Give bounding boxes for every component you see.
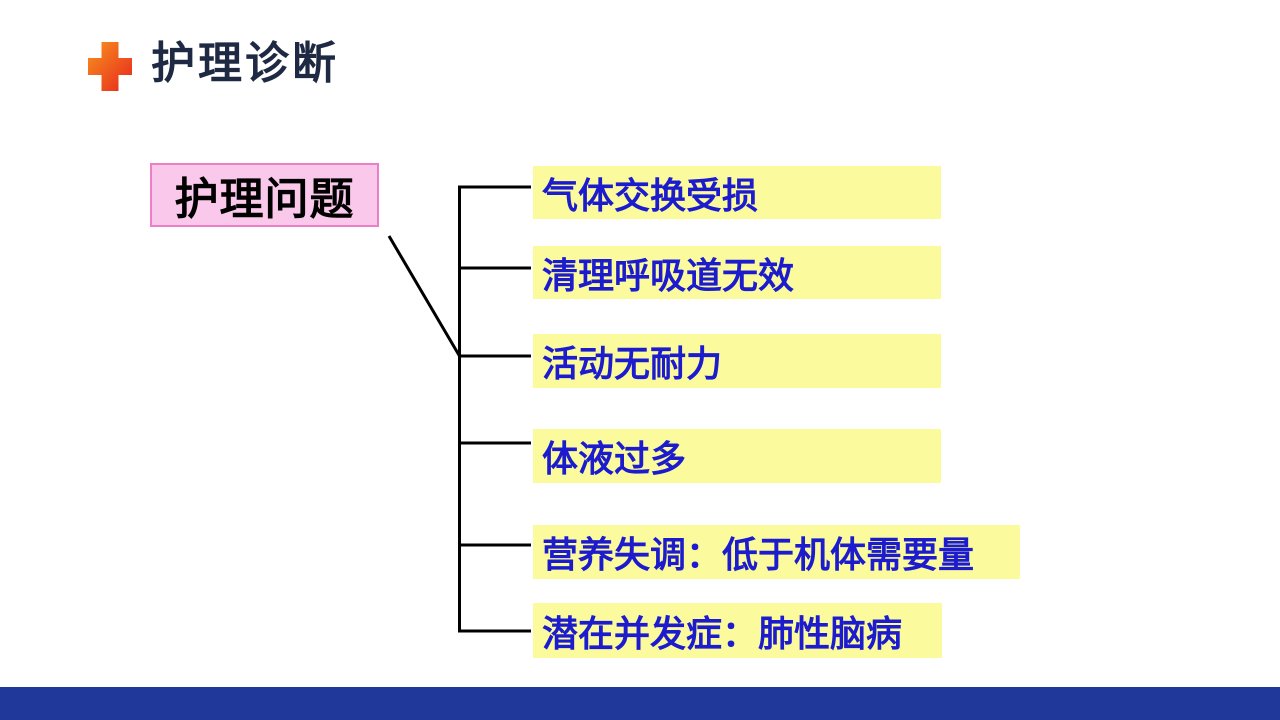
root-node-label: 护理问题 (174, 175, 355, 224)
diagnosis-item-label: 潜在并发症：肺性脑病 (542, 612, 903, 654)
root-node: 护理问题 (150, 163, 379, 227)
diagnosis-item-6: 潜在并发症：肺性脑病 (533, 603, 942, 658)
red-cross-icon (88, 42, 132, 91)
diagnosis-item-label: 气体交换受损 (542, 174, 759, 216)
diagnosis-item-label: 清理呼吸道无效 (542, 254, 795, 296)
diagnosis-item-4: 体液过多 (533, 429, 941, 483)
diagnosis-item-label: 活动无耐力 (542, 343, 723, 384)
diagnosis-item-2: 清理呼吸道无效 (533, 246, 941, 299)
diagnosis-item-5: 营养失调：低于机体需要量 (533, 525, 1020, 579)
diagnosis-item-3: 活动无耐力 (533, 334, 941, 388)
footer-bar (0, 687, 1280, 720)
diagnosis-item-label: 营养失调：低于机体需要量 (542, 534, 975, 575)
page-title: 护理诊断 (151, 39, 339, 88)
diagonal-connector (387, 235, 461, 357)
diagnosis-item-label: 体液过多 (542, 438, 687, 479)
diagnosis-item-1: 气体交换受损 (533, 166, 941, 219)
